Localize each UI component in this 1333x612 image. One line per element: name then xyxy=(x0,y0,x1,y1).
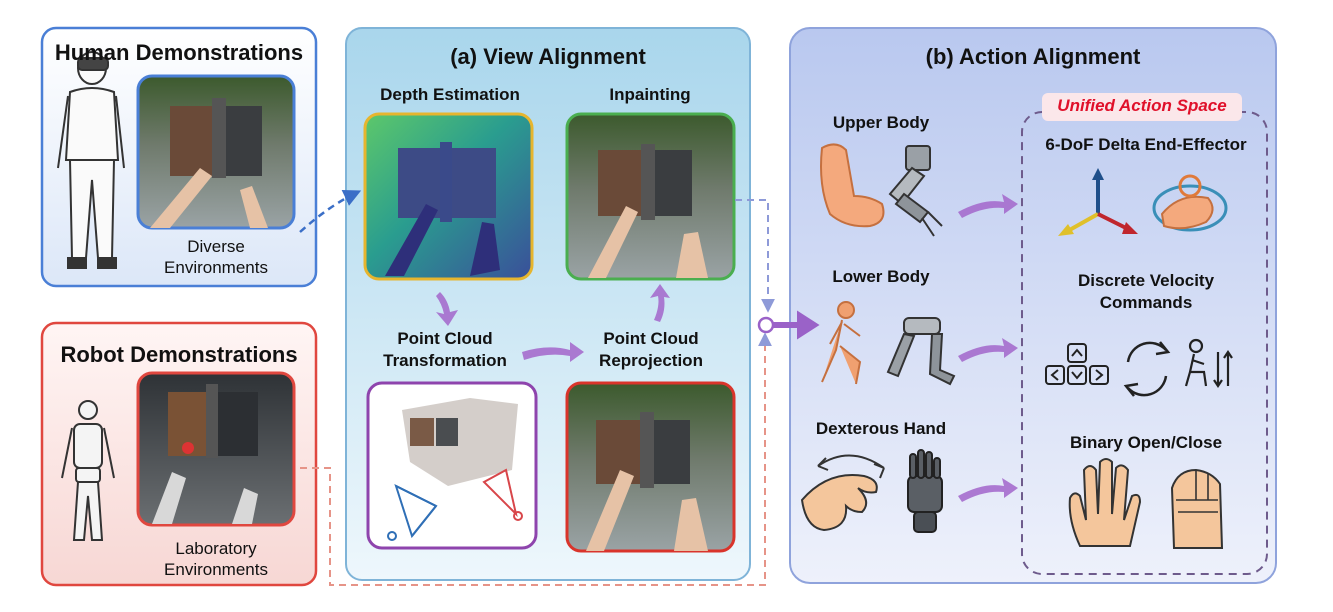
inpainting-label: Inpainting xyxy=(609,85,691,104)
robot-arm-icon xyxy=(888,145,943,237)
human-arm-icon xyxy=(820,143,885,228)
merge-arrow xyxy=(773,310,820,340)
depth-estimation-image xyxy=(363,112,534,281)
robot-panel-title: Robot Demonstrations xyxy=(60,342,298,367)
human-scene-image xyxy=(136,74,296,230)
robot-caption-line1: Laboratory xyxy=(175,539,257,558)
human-figure-icon xyxy=(57,51,125,269)
human-panel-title: Human Demonstrations xyxy=(54,40,304,65)
pc-reproj-line1: Point Cloud xyxy=(603,329,699,348)
binary-label: Binary Open/Close xyxy=(1069,433,1223,452)
merge-node xyxy=(757,316,775,334)
pc-transform-line1: Point Cloud xyxy=(397,329,493,348)
coordinate-axes-icon xyxy=(1058,168,1138,236)
action-alignment-title: (b) Action Alignment xyxy=(925,44,1141,69)
inpainting-image xyxy=(565,112,736,281)
unified-label-bg xyxy=(1042,93,1242,121)
human-caption-line2: Environments xyxy=(164,258,268,277)
fist-icon xyxy=(1170,468,1224,549)
action-arrows xyxy=(958,194,1018,502)
dexterous-hand-label: Dexterous Hand xyxy=(815,419,947,438)
reprojection-image xyxy=(565,381,736,553)
pc-reproj-line2: Reprojection xyxy=(599,351,703,370)
robot-to-action-connector xyxy=(300,332,772,586)
view-flow-arrows xyxy=(436,284,670,362)
unified-action-space-label: Unified Action Space xyxy=(1057,96,1227,115)
rotation-hand-icon xyxy=(1152,174,1228,232)
grasping-hand-icon xyxy=(800,454,885,532)
robot-scene-image xyxy=(136,371,296,527)
robot-legs-icon xyxy=(886,317,956,386)
arrow-keys-icon xyxy=(1045,343,1109,385)
upper-body-label: Upper Body xyxy=(832,113,930,132)
robot-caption-line2: Environments xyxy=(164,560,268,579)
velocity-label-line2: Commands xyxy=(1099,293,1193,312)
pc-transform-line2: Transformation xyxy=(383,351,507,370)
human-caption-line1: Diverse xyxy=(187,237,245,256)
eef-label: 6-DoF Delta End-Effector xyxy=(1045,135,1247,154)
open-hand-icon xyxy=(1068,458,1142,547)
robot-hand-icon xyxy=(907,449,943,533)
depth-estimation-label: Depth Estimation xyxy=(380,85,520,104)
walking-person-icon xyxy=(821,301,862,385)
velocity-label-line1: Discrete Velocity xyxy=(1077,271,1215,290)
rotate-icon xyxy=(1123,341,1171,397)
squat-icon xyxy=(1184,338,1233,388)
view-alignment-title: (a) View Alignment xyxy=(450,44,646,69)
robot-figure-icon xyxy=(61,400,115,541)
human-to-view-connector xyxy=(299,189,362,233)
point-cloud-image xyxy=(366,381,538,550)
lower-body-label: Lower Body xyxy=(832,267,930,286)
